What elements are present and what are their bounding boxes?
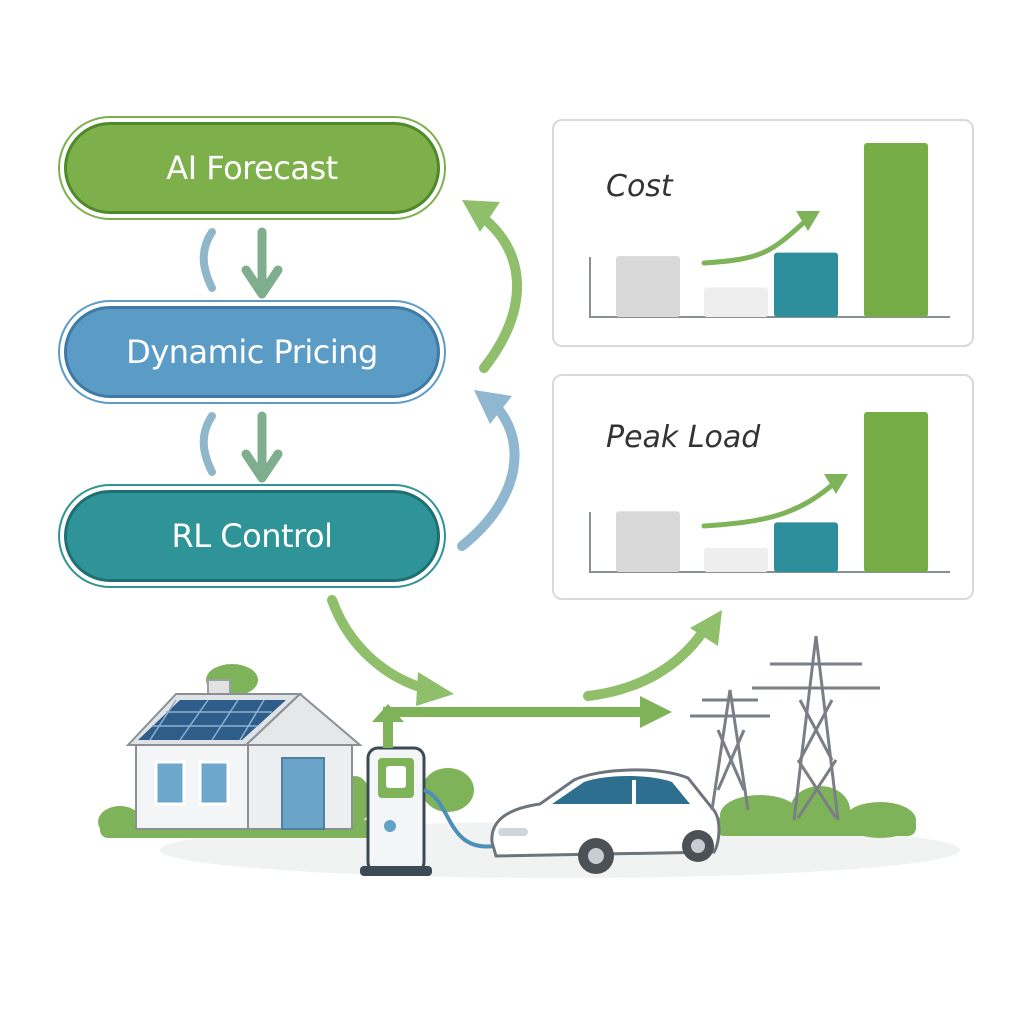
chart-0-trend-arrowhead <box>796 211 820 231</box>
cost-chart <box>589 143 950 318</box>
peak-load-chart-title: Peak Load <box>606 420 761 455</box>
rl-control-step: RL Control <box>64 490 440 582</box>
dynamic-pricing-label: Dynamic Pricing <box>126 333 378 371</box>
cost-chart-panel: Cost <box>552 119 974 347</box>
bushes <box>98 664 916 838</box>
scene-arrow-to-grid <box>583 610 722 701</box>
chart-1-bar-1 <box>704 548 768 572</box>
power-tower-icon <box>690 635 880 821</box>
chart-1-trend-arrowhead <box>824 474 848 494</box>
chart-1-trend-arrow <box>701 477 841 529</box>
electric-car-icon <box>490 768 721 874</box>
chart-0-bar-3 <box>864 143 928 317</box>
control-arrow-to-scene <box>327 595 454 706</box>
chart-0-bar-0 <box>616 256 680 317</box>
feedback-arrow-to-forecast <box>462 200 522 373</box>
chart-1-bar-2 <box>774 522 838 572</box>
chart-1-bar-0 <box>616 511 680 572</box>
chart-0-bar-2 <box>774 252 838 317</box>
house-with-solar-icon <box>125 679 363 830</box>
chart-0-trend-arrow <box>701 214 813 266</box>
down-arrow-forecast-to-pricing <box>199 227 283 299</box>
chart-1-bar-3 <box>864 412 928 572</box>
down-arrow-pricing-to-rl <box>199 411 283 483</box>
ai-forecast-label: AI Forecast <box>166 149 338 187</box>
ev-charger-icon <box>360 696 672 876</box>
peak-load-chart <box>589 412 950 573</box>
feedback-arrow-to-pricing <box>457 390 520 551</box>
cost-chart-title: Cost <box>606 169 673 204</box>
ai-forecast-step: AI Forecast <box>64 122 440 214</box>
dynamic-pricing-step: Dynamic Pricing <box>64 306 440 398</box>
rl-control-label: RL Control <box>171 517 333 555</box>
chart-0-bar-1 <box>704 287 768 317</box>
peak-load-chart-panel: Peak Load <box>552 374 974 600</box>
